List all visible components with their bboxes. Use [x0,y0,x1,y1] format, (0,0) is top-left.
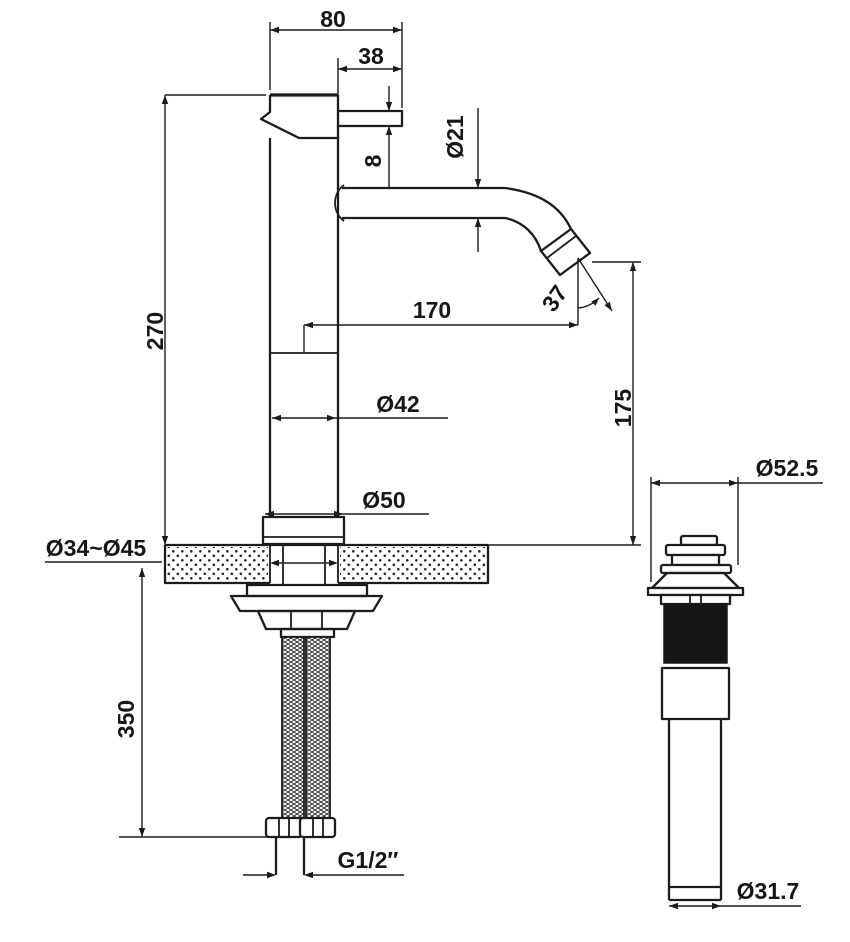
drain-ring-facets [689,595,702,604]
locknut [256,609,357,631]
dimension-body-height: 270 [142,94,266,545]
drain-locknut [660,666,731,721]
dim-37-label: 37 [537,280,573,316]
mounting-hole-edges [269,545,339,583]
hose-tail-pipe [274,837,306,875]
drain-ring [659,593,732,606]
coupling-nut-right [298,816,337,839]
dimension-mounting-hole: Ø34~Ø45 [45,535,338,567]
handle-block [259,95,340,140]
dimension-spout-reach: 170 [303,297,578,352]
dimension-thread: G1/2″ [243,847,404,879]
dim-38-label: 38 [358,43,384,69]
elbow-outer-arc [504,186,573,230]
dim-350-label: 350 [113,700,139,738]
dimension-body-diameter: Ø42 [272,391,448,422]
deck-right [338,545,490,585]
dimension-base-diameter: Ø50 [265,487,429,518]
coupling-facets [278,818,324,837]
aerator-seam [546,235,577,259]
dim-o317-label: Ø31.7 [737,878,800,904]
coupling-nut-left [264,816,304,839]
faucet-body-outline [259,93,592,546]
handle-crease [264,120,298,138]
dim-170-label: 170 [413,297,451,323]
dim-80-label: 80 [320,6,346,32]
under-counter-assembly [229,545,384,875]
supply-hose-right [305,636,331,819]
dimension-spout-diameter: Ø21 [442,108,482,252]
deck-left [163,545,270,585]
supply-hose-left [281,636,305,819]
deck-hatch-right [340,547,487,581]
hose-collar [279,627,336,639]
dimension-handle-length: 38 [337,43,402,108]
threaded-shank [282,545,326,585]
dim-o21-label: Ø21 [442,115,468,159]
dimension-drain-tail-diameter: Ø31.7 [669,878,801,910]
dim-8-label: 8 [360,154,386,167]
deck-hatch-left [166,547,268,581]
dim-o50-label: Ø50 [362,487,405,513]
dim-o34-o45-label: Ø34~Ø45 [46,535,147,561]
dimension-outlet-height: 175 [488,261,641,546]
popup-cap [664,543,727,557]
dim-175-label: 175 [610,389,636,428]
aerator-collar [539,227,592,277]
dim-270-label: 270 [142,312,168,350]
elbow-inner-arc [504,216,543,252]
dimension-drain-flange-diameter: Ø52.5 [650,455,823,582]
drain-assembly [646,534,745,902]
locknut-facets [290,612,323,628]
dim-o42-label: Ø42 [376,391,419,417]
washer-upper [245,583,369,598]
dimension-spout-angle: 37 [537,257,613,325]
drain-thread-section [663,603,728,664]
dimension-top-width: 80 [269,6,403,108]
drain-skirt [650,571,741,590]
popup-knob [679,534,719,547]
spout-fillet [334,184,345,222]
dim-g12-label: G1/2″ [338,847,399,873]
counter-deck [163,543,490,585]
dim-o525-label: Ø52.5 [756,455,819,481]
dimension-hose-length: 350 [113,568,272,838]
drain-washer [659,563,733,575]
drain-tailpipe [667,719,723,902]
base-flange [261,515,346,546]
washer-lower [229,594,384,613]
popup-neck [670,553,721,567]
dimension-blade-thickness: 8 [360,86,393,187]
handle-blade [338,109,404,128]
